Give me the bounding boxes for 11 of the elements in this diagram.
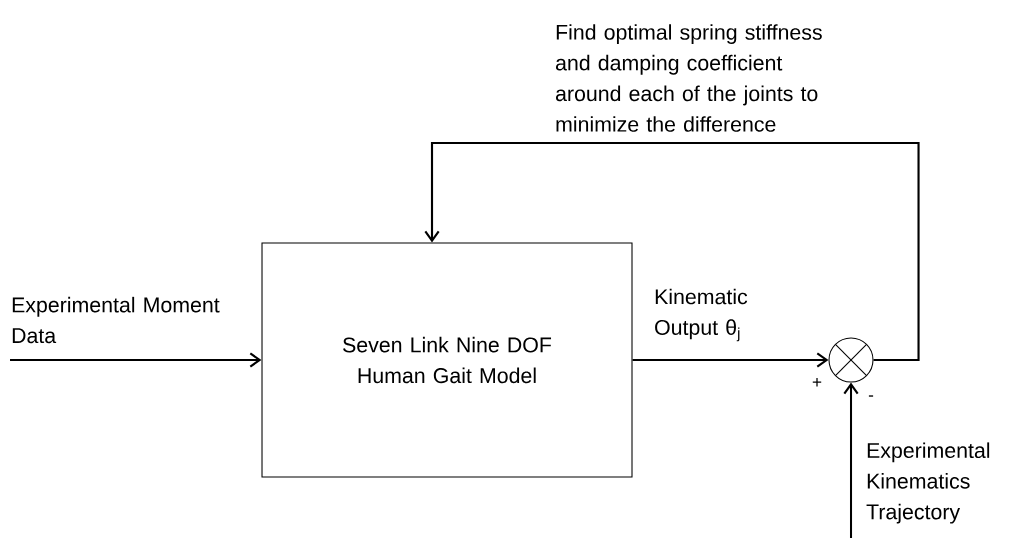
edge-label: Experimental Moment Data [12,296,220,344]
arrow [424,141,920,362]
arrow [843,382,859,538]
summing-junction [828,337,874,383]
sign-label: + [812,378,822,387]
model-block: Seven Link Nine DOF Human Gait Model [261,242,633,478]
edge-label: Experimental Kinematics Trajectory [866,442,990,524]
arrow [632,352,829,368]
edge-label: Kinematic Output θ$_{j}$ [655,288,748,342]
edge-label: Find optimal spring stiffness and damping coefficient around each of the joints to minimize the difference [555,24,822,132]
arrow [10,352,262,368]
